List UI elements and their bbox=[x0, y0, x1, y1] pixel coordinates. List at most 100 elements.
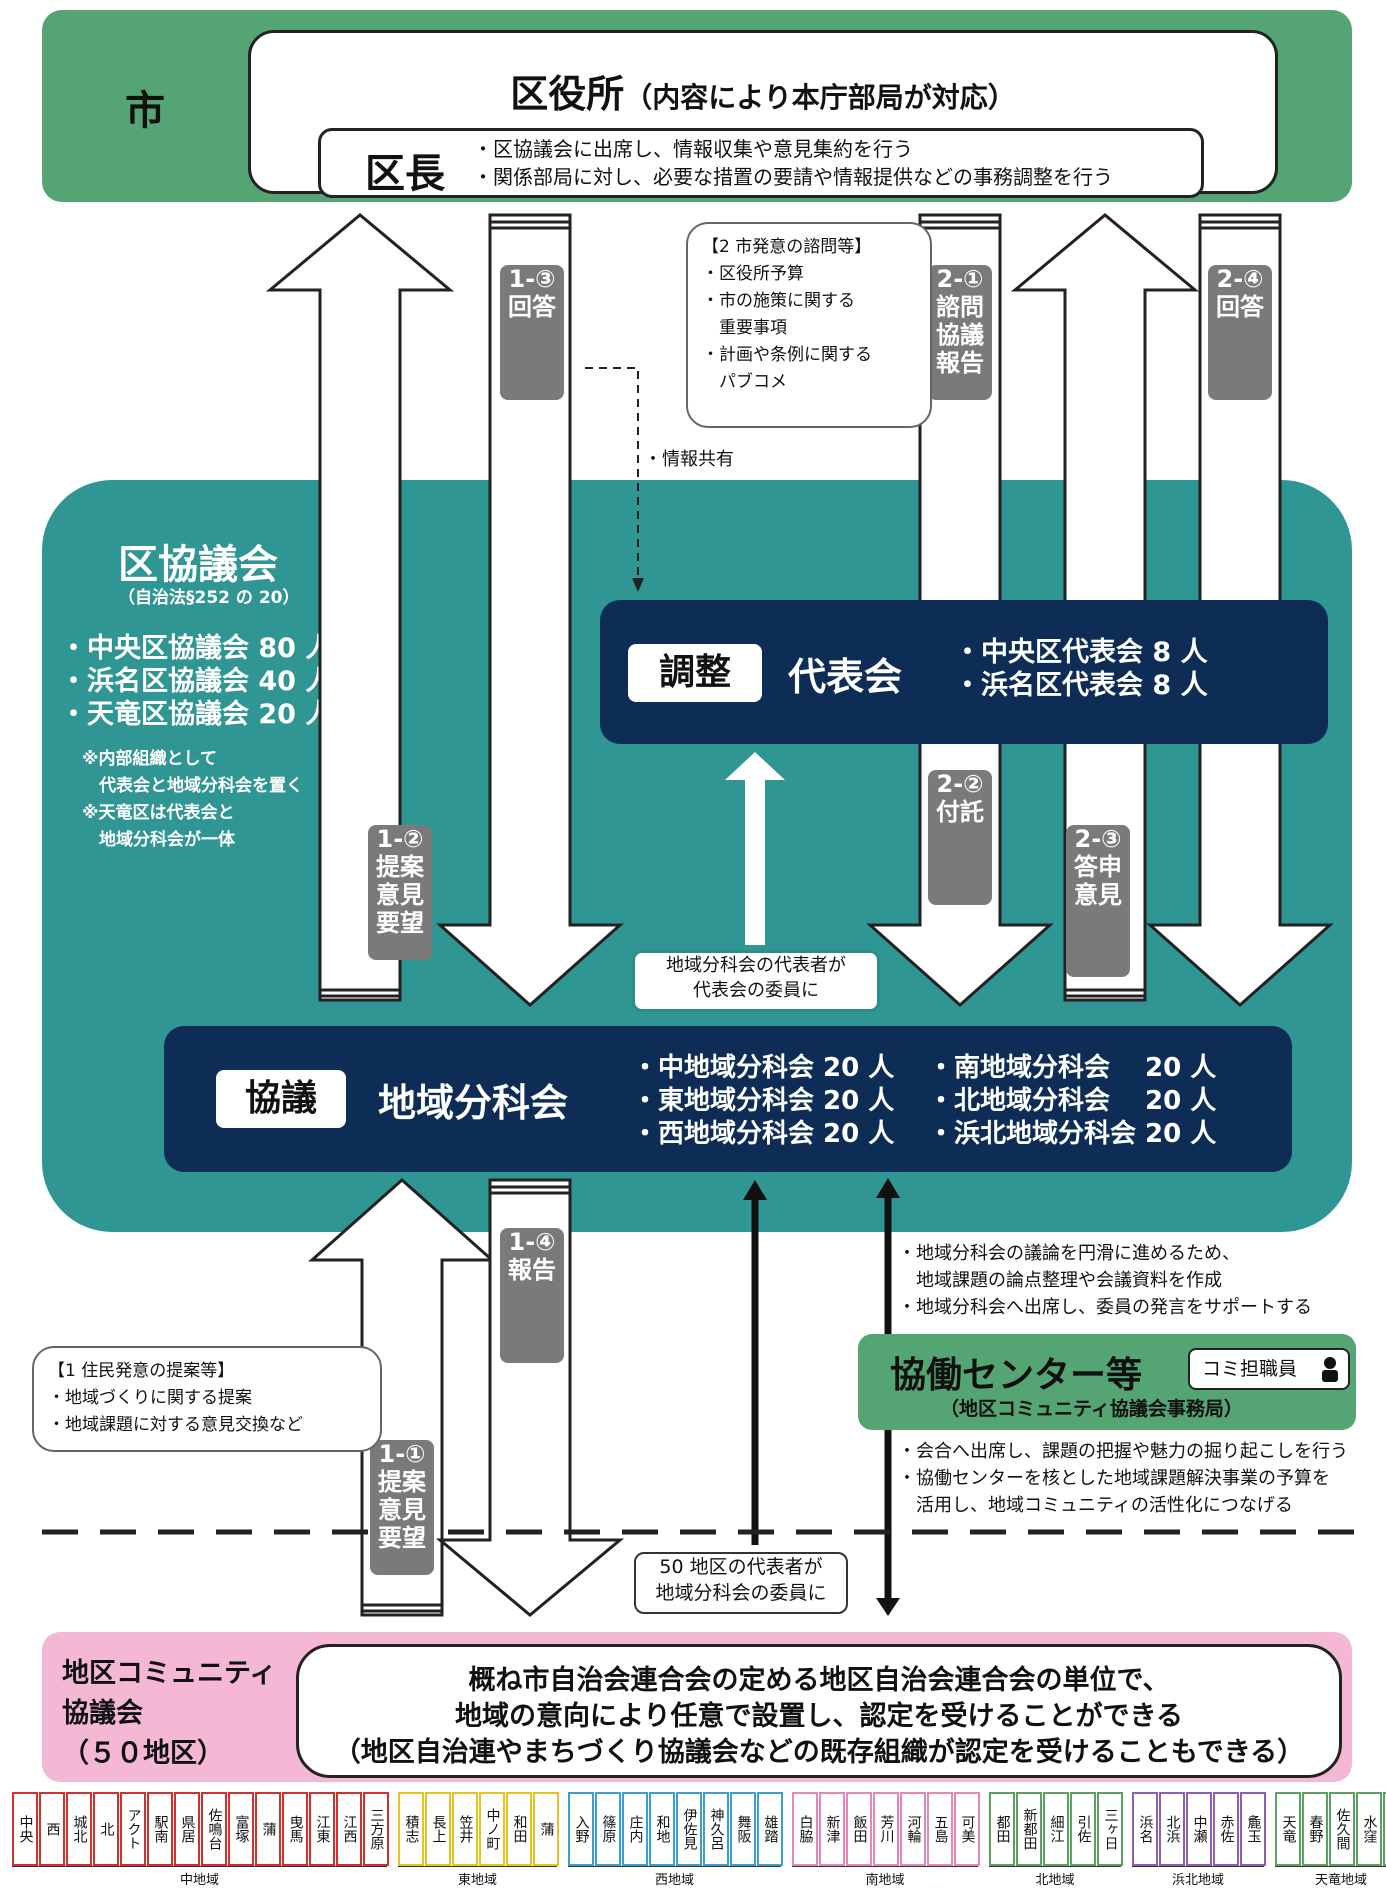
district-cell: 龍山 bbox=[1383, 1792, 1386, 1866]
district-cell: 春野 bbox=[1302, 1792, 1328, 1866]
resident-proposal-callout: 【1 住民発意の提案等】 ・地域づくりに関する提案 ・地域課題に対する意見交換な… bbox=[32, 1346, 382, 1452]
district-cell: 三方原 bbox=[363, 1792, 389, 1866]
rep-name: 代表会 bbox=[788, 655, 903, 699]
district-cell: 和田 bbox=[506, 1792, 532, 1866]
district-cell: 富塚 bbox=[228, 1792, 254, 1866]
district-region-label: 西地域 bbox=[568, 1866, 781, 1888]
ward-council-members: ・中央区協議会 80 人 ・浜名区協議会 40 人 ・天竜区協議会 20 人 bbox=[60, 632, 332, 731]
council-member-item: ・浜名区協議会 40 人 bbox=[60, 666, 333, 697]
district-cell: 江西 bbox=[336, 1792, 362, 1866]
district-cell: 和地 bbox=[649, 1792, 675, 1866]
district-cell: 庄内 bbox=[622, 1792, 648, 1866]
district-region-label: 北地域 bbox=[989, 1866, 1121, 1888]
black-arrow-down-end bbox=[876, 1598, 900, 1616]
district-cell: 麁玉 bbox=[1240, 1792, 1266, 1866]
city-inquiry-callout: 【2 市発意の諮問等】 ・区役所予算 ・市の施策に関する 重要事項 ・計画や条例… bbox=[686, 222, 932, 428]
council-note: 地域分科会が一体 bbox=[82, 830, 235, 850]
community-staff-badge: コミ担職員 bbox=[1188, 1348, 1350, 1390]
district-cell: 中央 bbox=[12, 1792, 38, 1866]
district-region-label: 中地域 bbox=[12, 1866, 387, 1888]
wsc-tag: 協議 bbox=[216, 1070, 346, 1128]
district-cell: 北 bbox=[93, 1792, 119, 1866]
district-cell: 都田 bbox=[989, 1792, 1015, 1866]
district-region-label: 東地域 bbox=[398, 1866, 557, 1888]
collab-center-title: 協働センター等 bbox=[890, 1355, 1143, 1396]
district-cell: 三ヶ日 bbox=[1097, 1792, 1123, 1866]
ward-office-name: 区役所 bbox=[510, 72, 625, 116]
district-cell: 曳馬 bbox=[282, 1792, 308, 1866]
council-note: ※天竜区は代表会と bbox=[82, 803, 235, 823]
district-cell: 赤佐 bbox=[1213, 1792, 1239, 1866]
district-cell: 舞阪 bbox=[730, 1792, 756, 1866]
district-cell: 神久呂 bbox=[703, 1792, 729, 1866]
community-staff-label: コミ担職員 bbox=[1202, 1358, 1298, 1380]
district-cell: 駅南 bbox=[147, 1792, 173, 1866]
rep-from-wsc-note: 地域分科会の代表者が代表会の委員に bbox=[632, 950, 880, 1012]
rep-tag: 調整 bbox=[628, 644, 762, 702]
wsc-members-col2: ・南地域分科会 20 人 ・北地域分科会 20 人 ・浜北地域分科会 20 人 bbox=[928, 1053, 1217, 1149]
black-arrow-up bbox=[743, 1180, 767, 1200]
district-cell: 蒲 bbox=[533, 1792, 559, 1866]
collab-center-sub: （地区コミュニティ協議会事務局） bbox=[940, 1398, 1243, 1420]
wsc-members-col1: ・中地域分科会 20 人 ・東地域分科会 20 人 ・西地域分科会 20 人 bbox=[632, 1053, 895, 1149]
ward-chief-duties: ・区協議会に出席し、情報収集や意見集約を行う ・関係部局に対し、必要な措置の要請… bbox=[473, 135, 1113, 191]
district-region-label: 南地域 bbox=[792, 1866, 978, 1888]
district-cell: 河輪 bbox=[900, 1792, 926, 1866]
ward-council-law: （自治法§252 の 20） bbox=[118, 588, 300, 608]
council-member-item: ・中央区協議会 80 人 bbox=[60, 633, 333, 664]
district-cell: 中ノ町 bbox=[479, 1792, 505, 1866]
community-desc-box: 概ね市自治会連合会の定める地区自治会連合会の単位で、 地域の意向により任意で設置… bbox=[296, 1644, 1342, 1778]
district-cell: アクト bbox=[120, 1792, 146, 1866]
district-cell: 白脇 bbox=[792, 1792, 818, 1866]
representative-council-box: 調整 代表会 ・中央区代表会 8 人 ・浜名区代表会 8 人 bbox=[600, 600, 1328, 744]
white-arrow-rep bbox=[725, 752, 785, 945]
person-icon bbox=[1322, 1357, 1338, 1382]
up-arrow-1-1 bbox=[308, 1177, 496, 1617]
council-note: 代表会と地域分科会を置く bbox=[82, 776, 303, 796]
info-share-line bbox=[585, 367, 639, 585]
district-cell: 入野 bbox=[568, 1792, 594, 1866]
district-cell: 佐鳴台 bbox=[201, 1792, 227, 1866]
ward-office-title: 区役所（内容により本庁部局が対応） bbox=[251, 63, 1275, 118]
district-cell: 可美 bbox=[954, 1792, 980, 1866]
district-cell: 天竜 bbox=[1275, 1792, 1301, 1866]
district-cell: 引佐 bbox=[1070, 1792, 1096, 1866]
ward-chief-box: 区長 ・区協議会に出席し、情報収集や意見集約を行う ・関係部局に対し、必要な措置… bbox=[318, 128, 1204, 198]
district-cell: 浜名 bbox=[1132, 1792, 1158, 1866]
district-reps-note: 50 地区の代表者が地域分科会の委員に bbox=[634, 1552, 848, 1614]
district-region-label: 浜北地域 bbox=[1132, 1866, 1264, 1888]
black-arrow-up-end bbox=[876, 1178, 900, 1198]
district-cell: 伊佐見 bbox=[676, 1792, 702, 1866]
district-cell: 芳川 bbox=[873, 1792, 899, 1866]
district-cell: 新都田 bbox=[1016, 1792, 1042, 1866]
district-cell: 篠原 bbox=[595, 1792, 621, 1866]
district-cell: 細江 bbox=[1043, 1792, 1069, 1866]
ward-council-notes: ※内部組織として 代表会と地域分科会を置く ※天竜区は代表会と 地域分科会が一体 bbox=[82, 746, 303, 854]
district-cell: 北浜 bbox=[1159, 1792, 1185, 1866]
chief-duty: ・関係部局に対し、必要な措置の要請や情報提供などの事務調整を行う bbox=[473, 165, 1113, 189]
info-share-label: ・情報共有 bbox=[644, 449, 734, 470]
rep-members: ・中央区代表会 8 人 ・浜名区代表会 8 人 bbox=[954, 637, 1208, 701]
district-cell: 佐久間 bbox=[1329, 1792, 1355, 1866]
council-member-item: ・天竜区協議会 20 人 bbox=[60, 699, 333, 730]
district-cell: 水窪 bbox=[1356, 1792, 1382, 1866]
community-desc: 概ね市自治会連合会の定める地区自治会連合会の単位で、 地域の意向により任意で設置… bbox=[333, 1665, 1305, 1768]
ward-chief-label: 区長 bbox=[365, 151, 445, 197]
ward-council-title: 区協議会 bbox=[118, 542, 278, 588]
district-cell: 飯田 bbox=[846, 1792, 872, 1866]
district-cell: 蒲 bbox=[255, 1792, 281, 1866]
down-arrow-1-3 bbox=[436, 213, 624, 1008]
collaboration-center-box: 協働センター等 （地区コミュニティ協議会事務局） コミ担職員 bbox=[858, 1334, 1356, 1430]
community-council-title: 地区コミュニティ 協議会 （５０地区） bbox=[62, 1658, 277, 1769]
district-cell: 城北 bbox=[66, 1792, 92, 1866]
district-cell: 笠井 bbox=[452, 1792, 478, 1866]
district-cell: 新津 bbox=[819, 1792, 845, 1866]
chief-duty: ・区協議会に出席し、情報収集や意見集約を行う bbox=[473, 137, 913, 161]
